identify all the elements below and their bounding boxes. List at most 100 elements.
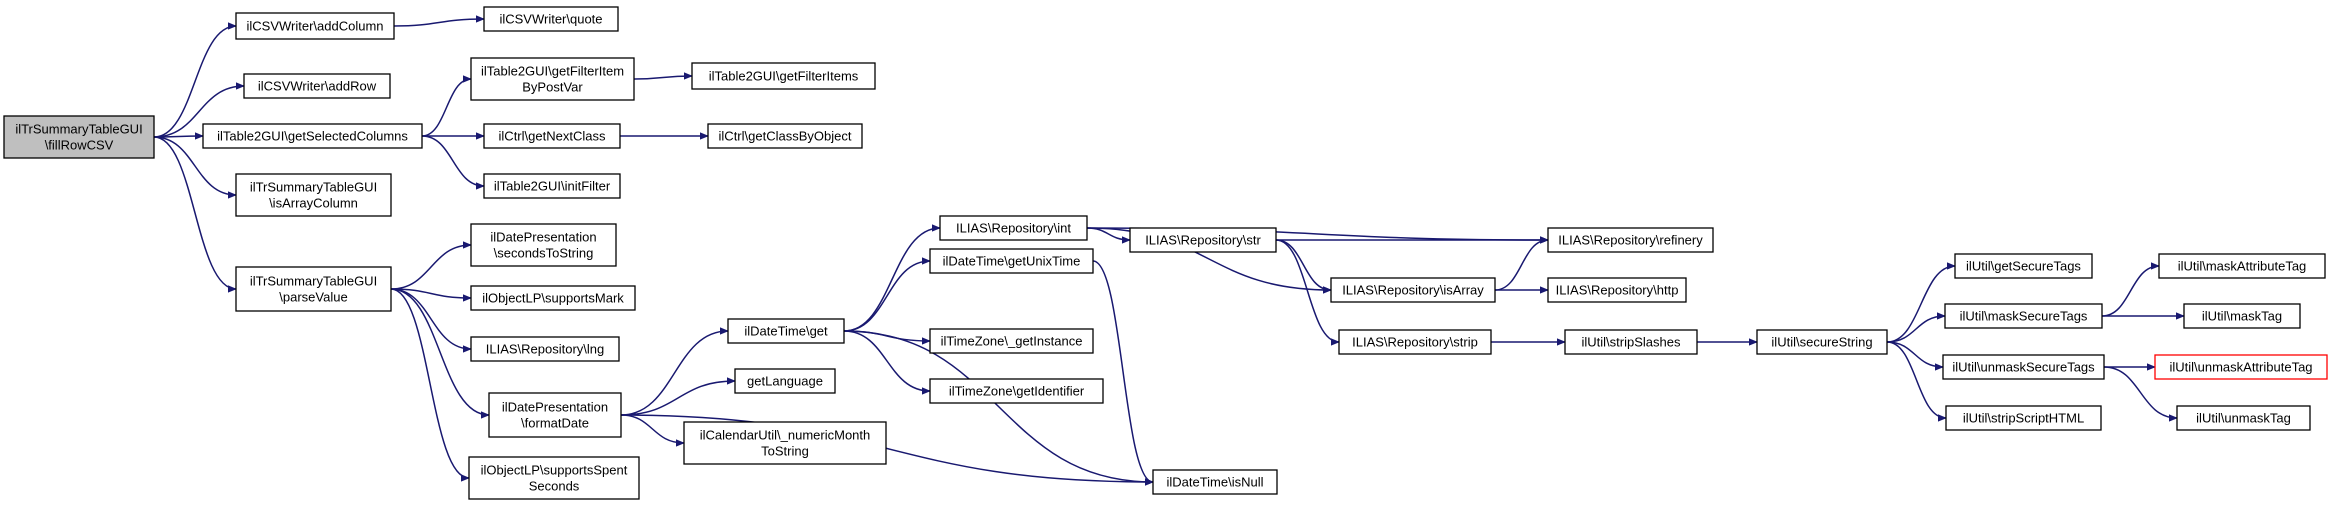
node-iltrsummarytablegui-parsevalue[interactable]: ilTrSummaryTableGUI\parseValue [235, 266, 392, 312]
node-ilutil-stripscripthtml[interactable]: ilUtil\stripScriptHTML [1945, 405, 2102, 431]
node-ilutil-masktag[interactable]: ilUtil\maskTag [2183, 303, 2301, 329]
node-box [470, 57, 635, 101]
node-box [470, 285, 636, 311]
node-label-line: \secondsToString [494, 246, 594, 261]
node-label-line: ilTrSummaryTableGUI [15, 122, 142, 137]
node-box [2158, 253, 2326, 279]
node-label-line: ilUtil\stripSlashes [1582, 335, 1681, 350]
node-label-line: ilTrSummaryTableGUI [250, 180, 377, 195]
edge-n1-to-n2 [393, 19, 484, 27]
node-ildatetime-get[interactable]: ilDateTime\get [727, 318, 845, 344]
node-box [1942, 354, 2105, 380]
node-ilutil-stripslashes[interactable]: ilUtil\stripSlashes [1564, 329, 1698, 355]
node-ilias-repository-isarray[interactable]: ILIAS\Repository\isArray [1330, 277, 1496, 303]
node-label-line: \isArrayColumn [269, 196, 358, 211]
node-ildatetime-getunixtime[interactable]: ilDateTime\getUnixTime [929, 248, 1094, 274]
node-box [691, 62, 876, 90]
edges-layer [153, 19, 2184, 482]
node-ilutil-getsecuretags[interactable]: ilUtil\getSecureTags [1954, 253, 2093, 279]
node-iltimezone-getidentifier[interactable]: ilTimeZone\getIdentifier [929, 378, 1104, 404]
edge-n11-to-n12 [390, 245, 471, 290]
node-box [1338, 329, 1492, 355]
node-box [470, 336, 620, 362]
edge-n17-to-n23 [843, 330, 930, 391]
edge-n15-to-n18 [620, 381, 735, 416]
edge-n17-to-n20 [843, 228, 940, 332]
edge-n15-to-n24 [620, 414, 1153, 482]
node-ilutil-unmasksecuretags[interactable]: ilUtil\unmaskSecureTags [1942, 354, 2105, 380]
node-ilias-repository-str[interactable]: ILIAS\Repository\str [1129, 227, 1277, 253]
node-box [929, 248, 1094, 274]
node-label-line: ilTable2GUI\getFilterItems [709, 69, 859, 84]
node-label-line: ilUtil\getSecureTags [1966, 259, 2081, 274]
node-iltable2gui-getfilteritems[interactable]: ilTable2GUI\getFilterItems [691, 62, 876, 90]
node-box [683, 421, 887, 465]
node-label-line: ilCSVWriter\quote [499, 12, 602, 27]
node-ilctrl-getnextclass[interactable]: ilCtrl\getNextClass [483, 123, 621, 149]
node-label-line: ToString [761, 444, 809, 459]
node-ilias-repository-http[interactable]: ILIAS\Repository\http [1547, 277, 1687, 303]
node-box [734, 368, 836, 394]
node-label-line: ilDatePresentation [490, 230, 596, 245]
node-ildatepresentation-formatdate[interactable]: ilDatePresentation\formatDate [488, 392, 622, 438]
node-ilcsvwriter-quote[interactable]: ilCSVWriter\quote [483, 6, 619, 32]
node-label-line: \fillRowCSV [45, 138, 114, 153]
edge-n25-to-n27 [1275, 239, 1332, 290]
node-iltrsummarytablegui-isarraycolumn[interactable]: ilTrSummaryTableGUI\isArrayColumn [235, 173, 392, 217]
node-ilias-repository-refinery[interactable]: ILIAS\Repository\refinery [1547, 227, 1714, 253]
node-box [1129, 227, 1277, 253]
node-box [1547, 277, 1687, 303]
edge-n11-to-n15 [390, 288, 489, 415]
node-label-line: ilUtil\unmaskSecureTags [1952, 360, 2095, 375]
edge-n31-to-n39 [1886, 341, 1947, 418]
node-iltable2gui-getselectedcolumns[interactable]: ilTable2GUI\getSelectedColumns [202, 123, 423, 149]
edge-n0-to-n11 [153, 136, 237, 289]
node-label-line: ILIAS\Repository\int [956, 221, 1071, 236]
node-ilutil-masksecuretags[interactable]: ilUtil\maskSecureTags [1944, 303, 2103, 329]
node-box [727, 318, 845, 344]
node-ilutil-securestring[interactable]: ilUtil\secureString [1756, 329, 1888, 355]
node-box [929, 328, 1094, 354]
node-label-line: ilUtil\maskSecureTags [1960, 309, 2088, 324]
node-box [3, 115, 155, 159]
node-iltable2gui-initfilter[interactable]: ilTable2GUI\initFilter [483, 173, 621, 199]
node-iltrsummarytablegui-fillrowcsv[interactable]: ilTrSummaryTableGUI\fillRowCSV [3, 115, 155, 159]
node-ilcsvwriter-addrow[interactable]: ilCSVWriter\addRow [243, 73, 391, 99]
node-ilctrl-getclassbyobject[interactable]: ilCtrl\getClassByObject [707, 123, 863, 149]
node-ilutil-unmasktag[interactable]: ilUtil\unmaskTag [2176, 405, 2311, 431]
node-iltimezone-getinstance[interactable]: ilTimeZone\_getInstance [929, 328, 1094, 354]
node-ilutil-unmaskattributetag[interactable]: ilUtil\unmaskAttributeTag [2154, 354, 2328, 380]
node-ildatepresentation-secondstostring[interactable]: ilDatePresentation\secondsToString [470, 223, 617, 267]
edge-n11-to-n13 [390, 288, 471, 298]
node-ilcsvwriter-addcolumn[interactable]: ilCSVWriter\addColumn [235, 12, 395, 40]
node-ilias-repository-strip[interactable]: ILIAS\Repository\strip [1338, 329, 1492, 355]
node-ilobjectlp-supportsmark[interactable]: ilObjectLP\supportsMark [470, 285, 636, 311]
node-box [1945, 405, 2102, 431]
node-ilias-repository-int[interactable]: ILIAS\Repository\int [939, 215, 1088, 241]
node-label-line: ilDateTime\isNull [1166, 475, 1263, 490]
edge-n11-to-n16 [390, 288, 470, 478]
node-box [483, 173, 621, 199]
node-label-line: \parseValue [279, 290, 347, 305]
node-label-line: ilDateTime\getUnixTime [943, 254, 1081, 269]
node-label-line: getLanguage [747, 374, 823, 389]
node-box [235, 173, 392, 217]
node-box [1330, 277, 1496, 303]
node-ildatetime-isnull[interactable]: ilDateTime\isNull [1152, 469, 1278, 495]
node-label-line: ilTable2GUI\initFilter [494, 179, 611, 194]
node-label-line: ILIAS\Repository\lng [486, 342, 605, 357]
node-label-line: ilUtil\unmaskAttributeTag [2169, 360, 2312, 375]
node-ilias-repository-lng[interactable]: ILIAS\Repository\lng [470, 336, 620, 362]
node-box [468, 456, 640, 500]
node-ilutil-maskattributetag[interactable]: ilUtil\maskAttributeTag [2158, 253, 2326, 279]
node-box [929, 378, 1104, 404]
node-box [235, 12, 395, 40]
node-label-line: ilCSVWriter\addRow [258, 79, 377, 94]
edge-n0-to-n1 [153, 26, 237, 138]
edge-n36-to-n38 [2103, 366, 2177, 418]
node-getlanguage[interactable]: getLanguage [734, 368, 836, 394]
